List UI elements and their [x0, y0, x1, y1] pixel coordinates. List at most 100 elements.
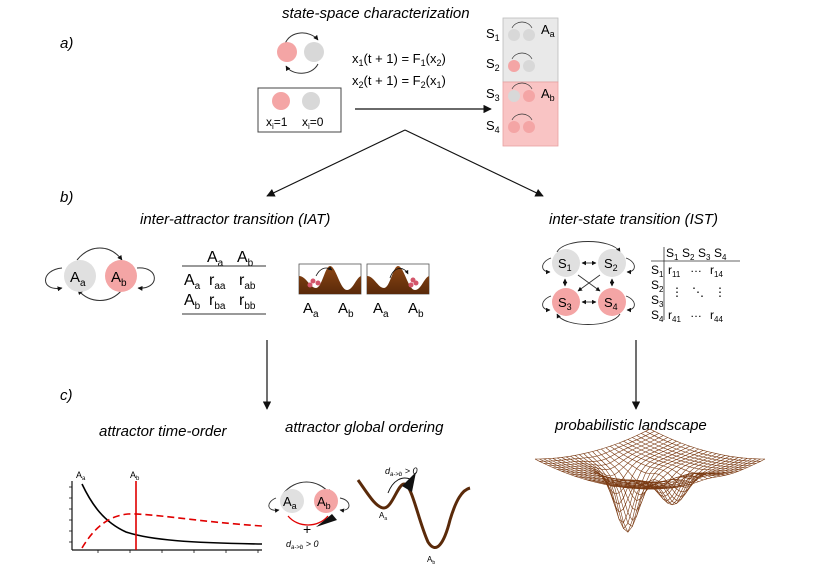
- svg-text:Ab: Ab: [317, 494, 331, 511]
- branch-arrow-left: [266, 129, 406, 197]
- ist-node-s4: [598, 288, 626, 316]
- state-s4-label: S4: [486, 118, 500, 135]
- probabilistic-landscape-title: probabilistic landscape: [554, 417, 707, 434]
- panel-b-label: b): [60, 189, 73, 206]
- attractor-a-label: Aa: [541, 22, 555, 39]
- network-diagram: [277, 32, 324, 74]
- panel-a-title: state-space characterization: [282, 5, 470, 22]
- mesh-line: [583, 453, 699, 529]
- svg-text:S2: S2: [651, 278, 664, 294]
- node-x2: [304, 42, 324, 62]
- go-node-b: [314, 489, 338, 513]
- plus-sign: +: [303, 521, 311, 537]
- state-s1-network: [508, 21, 535, 41]
- svg-text:⋮: ⋮: [714, 285, 726, 299]
- mesh-line: [605, 454, 721, 504]
- ist-node-s1: [552, 249, 580, 277]
- time-plot-label-a: Aa: [76, 470, 86, 482]
- ordering-landscape: da->b > 0 Aa Ab: [356, 466, 471, 566]
- ist-graph: S1 S2 S3 S4: [542, 241, 635, 325]
- svg-text:rab: rab: [239, 272, 256, 292]
- state-s2-label: S2: [486, 56, 500, 73]
- svg-text:Aa: Aa: [207, 249, 224, 269]
- svg-text:⋮: ⋮: [671, 285, 683, 299]
- go-node-a: [280, 489, 304, 513]
- mesh-line: [645, 458, 761, 490]
- svg-text:S3: S3: [558, 295, 572, 312]
- svg-text:S1: S1: [666, 246, 679, 262]
- svg-text:Ab: Ab: [111, 269, 127, 289]
- svg-text:Aa: Aa: [283, 494, 297, 511]
- svg-text:S1: S1: [558, 256, 572, 273]
- svg-text:r44: r44: [710, 308, 723, 324]
- mesh-line: [565, 442, 682, 505]
- equation-1: x1(t + 1) = F1(x2): [352, 51, 446, 68]
- mesh-line: [565, 456, 682, 487]
- branch-arrow-right: [404, 129, 544, 197]
- state-s1-label: S1: [486, 26, 500, 43]
- state-s2-network: [508, 52, 535, 72]
- mesh-line: [623, 457, 739, 488]
- svg-text:r14: r14: [710, 263, 723, 279]
- iat-node-a: [64, 260, 96, 292]
- iat-node-b: [105, 260, 137, 292]
- time-order-plot: Aa Ab: [69, 470, 263, 553]
- d-condition-label-1: da->b > 0: [286, 539, 318, 551]
- state-legend: xi=1 xi=0: [257, 87, 342, 133]
- svg-text:raa: raa: [209, 272, 226, 292]
- svg-text:Ab: Ab: [184, 292, 201, 312]
- global-ordering-title: attractor global ordering: [285, 419, 444, 436]
- panel-a-label: a): [60, 35, 73, 52]
- mesh-line: [534, 458, 650, 490]
- mesh-line: [601, 453, 717, 497]
- mesh-line: [641, 458, 757, 490]
- attractor-b-label: Ab: [541, 86, 555, 103]
- panel-c-label: c): [60, 387, 73, 404]
- svg-text:rba: rba: [209, 292, 226, 312]
- iat-landscape-2: [366, 263, 430, 295]
- mesh-line: [570, 455, 686, 486]
- mesh-line: [614, 455, 730, 501]
- mesh-line: [539, 458, 655, 490]
- svg-text:S4: S4: [604, 295, 618, 312]
- mesh-line: [561, 457, 677, 488]
- landscape-label-3: Aa: [373, 300, 389, 320]
- svg-text:⋱: ⋱: [692, 285, 704, 299]
- svg-text:S3: S3: [698, 246, 711, 262]
- attractor-a-box: [502, 17, 559, 83]
- ist-node-s2: [598, 249, 626, 277]
- svg-text:rbb: rbb: [239, 292, 256, 312]
- svg-text:Ab: Ab: [237, 249, 254, 269]
- probabilistic-landscape-mesh: [534, 428, 766, 533]
- svg-text:S4: S4: [714, 246, 727, 262]
- time-order-title: attractor time-order: [99, 423, 228, 440]
- state-table: S1 S2 S3 S4 Aa Ab: [486, 17, 559, 147]
- svg-text:…: …: [690, 261, 702, 275]
- svg-text:r11: r11: [668, 263, 681, 279]
- iat-landscape-1: [298, 263, 362, 295]
- state-s3-network: [508, 82, 535, 102]
- ist-matrix: S1 S2 S3 S4 S1 S2 S3 S4 r11 … r14 ⋮ ⋱ ⋮ …: [651, 246, 740, 324]
- mesh-line: [543, 458, 659, 490]
- iat-graph: Aa Ab: [45, 247, 155, 301]
- ist-node-s3: [552, 288, 580, 316]
- mesh-line: [574, 455, 690, 495]
- attractor-a-curve: [81, 483, 263, 545]
- svg-text:S2: S2: [682, 246, 695, 262]
- global-ordering-graph: Aa Ab + da->b > 0: [268, 481, 350, 551]
- svg-text:Aa: Aa: [184, 272, 201, 292]
- svg-text:Aa: Aa: [70, 269, 86, 289]
- legend-off-label: xi=0: [302, 115, 324, 131]
- equation-2: x2(t + 1) = F2(x1): [352, 73, 446, 90]
- mesh-line: [552, 458, 668, 489]
- mesh-line: [610, 455, 726, 506]
- mesh-line: [650, 458, 766, 490]
- legend-on-label: xi=1: [266, 115, 288, 131]
- svg-text:…: …: [690, 306, 702, 320]
- attractor-b-curve: [81, 513, 263, 549]
- state-s3-label: S3: [486, 86, 500, 103]
- mesh-line: [548, 458, 664, 489]
- mesh-line: [636, 458, 752, 489]
- landscape-label-2: Ab: [338, 300, 354, 320]
